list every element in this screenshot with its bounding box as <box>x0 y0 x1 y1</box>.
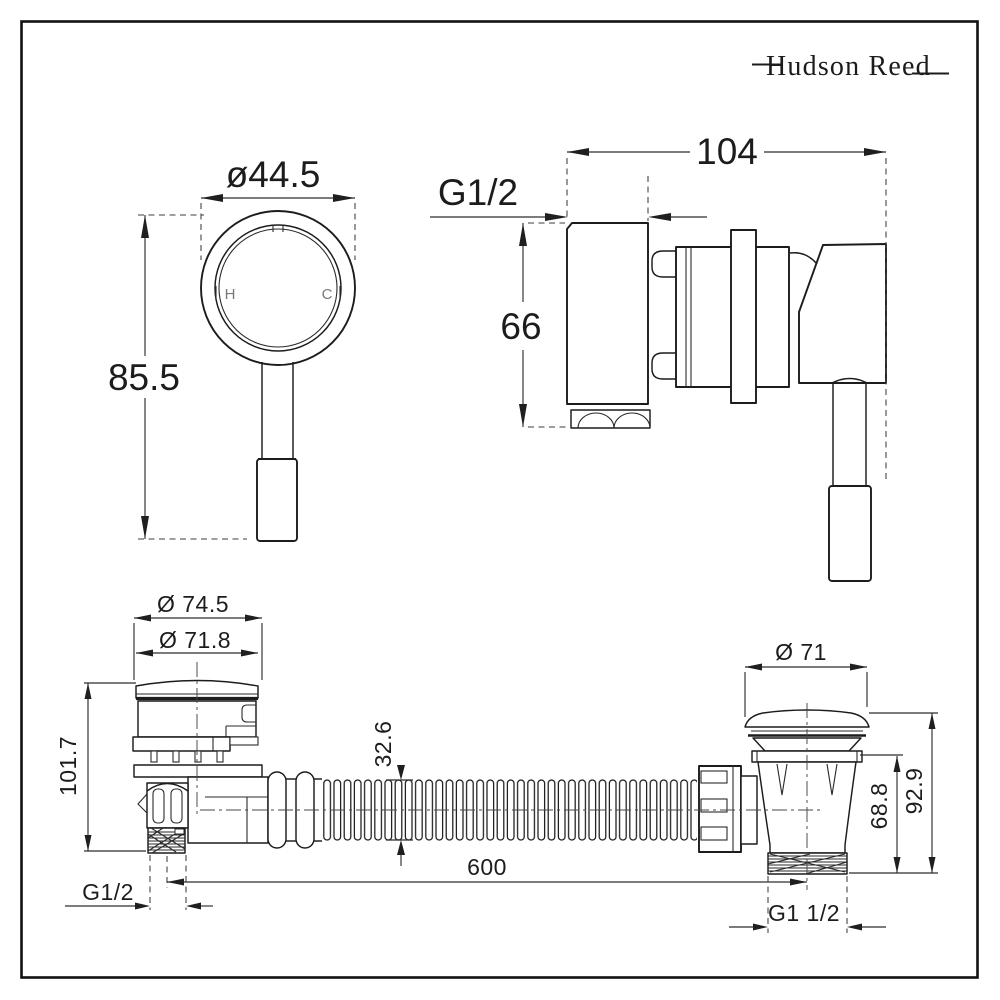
valve-front-view <box>200 210 356 542</box>
dial-hot-label: H <box>225 286 236 303</box>
dim-plug-total-height-label: 92.9 <box>901 768 927 815</box>
brand-logo-text: Hudson Reed <box>766 51 931 82</box>
dim-plug-body-height-label: 68.8 <box>866 783 892 830</box>
overflow-assembly <box>132 679 322 854</box>
dim-side-height-label: 66 <box>500 306 541 347</box>
dim-plug-diameter-label: Ø 71 <box>775 639 827 665</box>
dim-side-depth-label: 104 <box>696 131 758 172</box>
dim-front-height-label: 85.5 <box>108 357 180 398</box>
dim-overflow-cap-diameter-label: Ø 71.8 <box>159 627 231 653</box>
dim-plug-thread-label: G1 1/2 <box>768 900 840 926</box>
centerlines <box>196 662 820 890</box>
dial-cold-label: C <box>322 286 333 303</box>
dim-hose-diameter-label: 32.6 <box>370 721 396 768</box>
dim-side-thread-label: G1/2 <box>438 172 518 213</box>
valve-side-view <box>566 222 887 582</box>
valve-side-dimensions <box>430 148 887 480</box>
dim-overflow-flange-diameter-label: Ø 74.5 <box>157 591 229 617</box>
dim-overflow-height-label: 101.7 <box>55 736 81 796</box>
brand-logo: Hudson Reed <box>752 51 949 82</box>
dimension-labels: ø44.5 85.5 H C 104 G1/2 66 Ø 74.5 Ø 71.8… <box>55 131 927 926</box>
waste-dimensions <box>65 614 938 933</box>
dim-hose-length-label: 600 <box>467 854 507 880</box>
dim-front-diameter-label: ø44.5 <box>226 154 321 195</box>
dim-overflow-thread-label: G1/2 <box>82 879 134 905</box>
valve-front-dimensions <box>138 194 356 540</box>
flexible-hose <box>322 779 697 841</box>
